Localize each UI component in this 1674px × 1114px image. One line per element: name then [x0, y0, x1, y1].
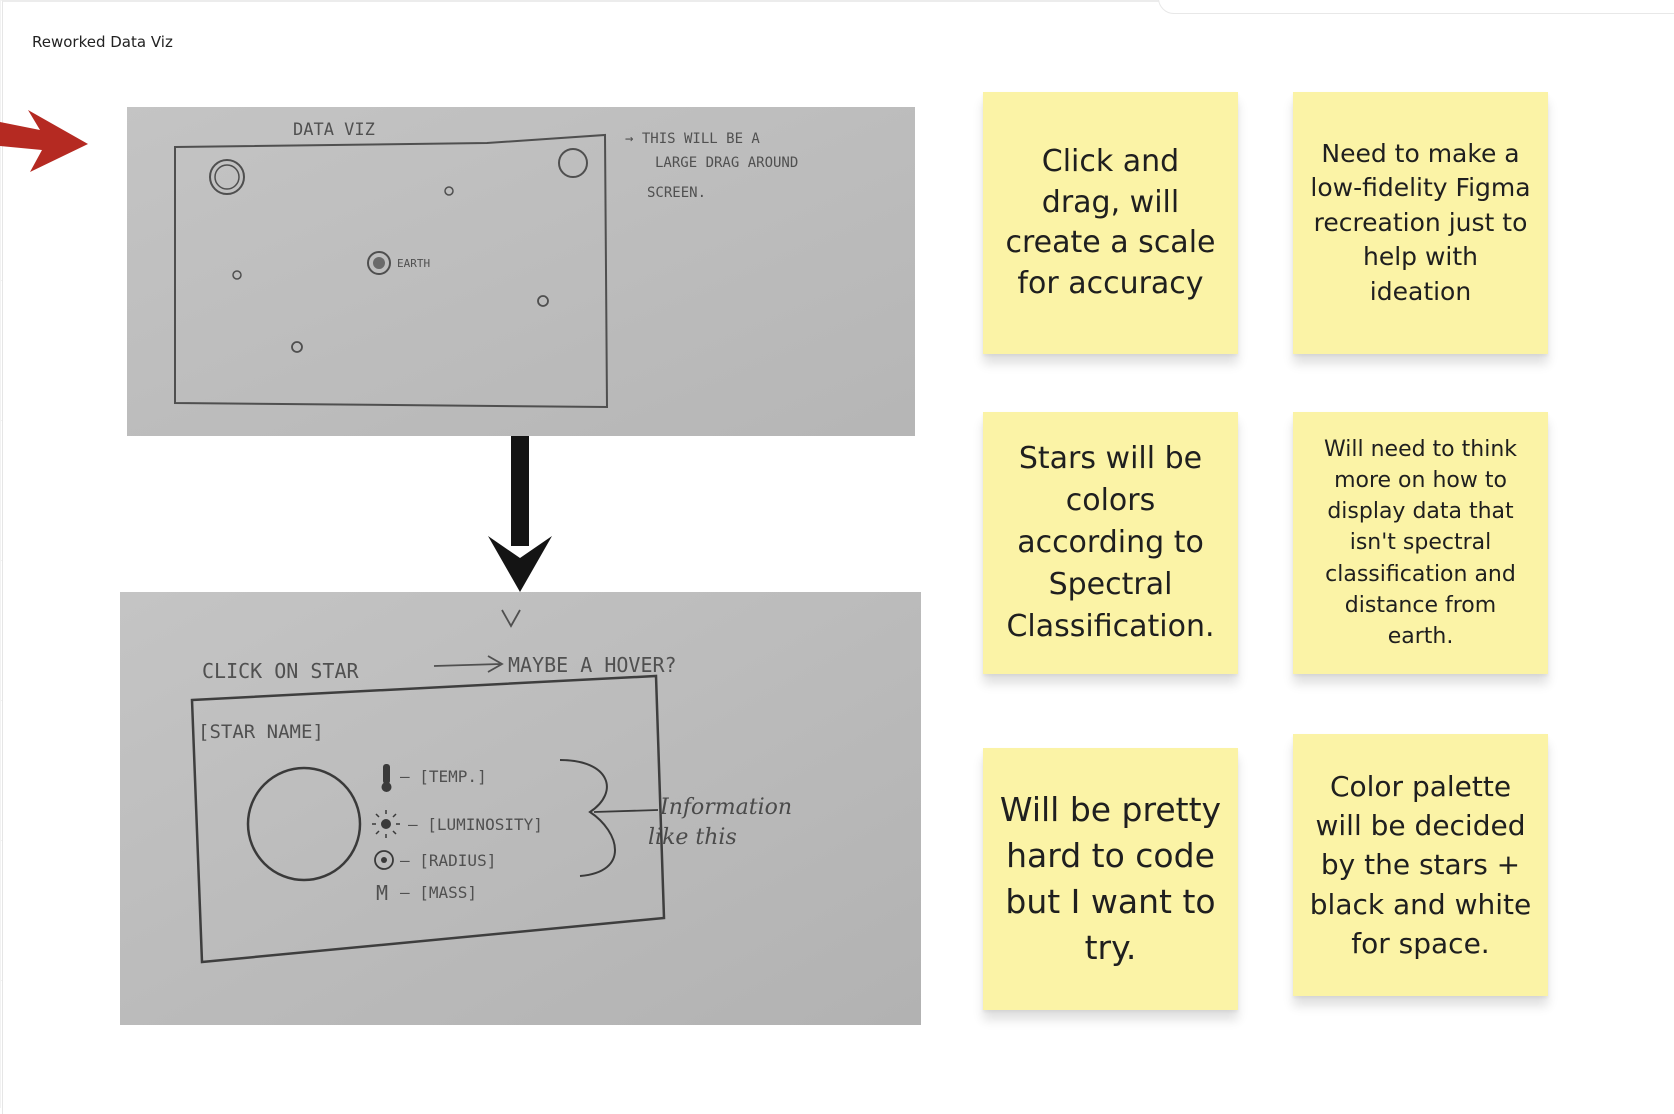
sticky-note-text: Stars will be colors according to Spectr… — [1006, 441, 1215, 644]
red-arrow-icon[interactable] — [0, 106, 92, 174]
sketch-note-line-2: LARGE DRAG AROUND — [655, 155, 798, 171]
earth-label: EARTH — [397, 257, 430, 270]
sketch-photo-data-viz[interactable]: DATA VIZ EARTH → THIS WILL BE A LARGE DR… — [127, 107, 915, 436]
sticky-note[interactable]: Need to make a low-fidelity Figma recrea… — [1293, 92, 1548, 354]
sketch-info-line-2: like this — [648, 825, 737, 850]
sketch-header-left: CLICK ON STAR — [202, 659, 359, 683]
sticky-note-text: Color palette will be decided by the sta… — [1309, 770, 1532, 960]
sticky-note[interactable]: Click and drag, will create a scale for … — [983, 92, 1238, 354]
sketch-mass-field: — [MASS] — [400, 883, 477, 902]
sketch-mass-letter: M — [376, 881, 388, 905]
sketch-star-name: [STAR NAME] — [198, 721, 324, 743]
frame-title[interactable]: Reworked Data Viz — [32, 33, 173, 51]
down-arrow-icon[interactable] — [484, 436, 556, 596]
sketch-temp-field: — [TEMP.] — [400, 767, 487, 786]
top-toolbar-panel — [1158, 0, 1674, 14]
sticky-note-text: Click and drag, will create a scale for … — [1005, 144, 1216, 301]
sticky-note[interactable]: Will need to think more on how to displa… — [1293, 412, 1548, 674]
sticky-note-text: Need to make a low-fidelity Figma recrea… — [1310, 138, 1531, 306]
sketch-info-line-1: Information — [659, 795, 792, 820]
sticky-note-text: Will be pretty hard to code but I want t… — [999, 789, 1222, 968]
sketch-luminosity-field: — [LUMINOSITY] — [408, 815, 543, 834]
sketch-photo-star-info[interactable]: CLICK ON STAR MAYBE A HOVER? [STAR NAME]… — [120, 592, 921, 1025]
sketch-radius-field: — [RADIUS] — [400, 851, 496, 870]
sketch-heading: DATA VIZ — [293, 120, 375, 140]
sticky-note[interactable]: Stars will be colors according to Spectr… — [983, 412, 1238, 674]
sketch-note-line-1: → THIS WILL BE A — [625, 131, 760, 147]
sticky-note[interactable]: Color palette will be decided by the sta… — [1293, 734, 1548, 996]
sticky-note-text: Will need to think more on how to displa… — [1323, 436, 1517, 650]
sticky-note[interactable]: Will be pretty hard to code but I want t… — [983, 748, 1238, 1010]
sketch-note-line-3: SCREEN. — [647, 185, 706, 201]
sketch-header-right: MAYBE A HOVER? — [508, 653, 677, 677]
